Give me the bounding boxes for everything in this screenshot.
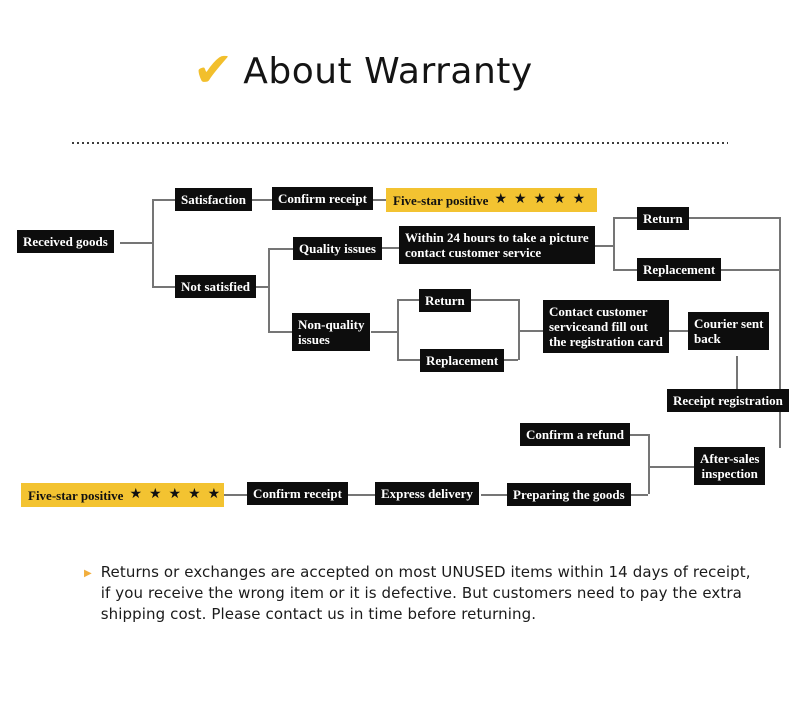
- confirm-a-refund-label: Confirm a refund: [526, 427, 624, 442]
- page-title: ✔ About Warranty: [193, 42, 533, 98]
- five-star-rating-icon: ★★★★★: [129, 485, 228, 502]
- five-star-positive-bottom-node: Five-star positive★★★★★: [21, 483, 224, 507]
- not-satisfied-node: Not satisfied: [175, 275, 256, 298]
- satisfaction-label: Satisfaction: [181, 192, 246, 207]
- connector-line: [248, 199, 272, 201]
- satisfaction-node: Satisfaction: [175, 188, 252, 211]
- quality-issues-label: Quality issues: [299, 241, 376, 256]
- connector-line: [346, 494, 375, 496]
- receipt-registration-node: Receipt registration: [667, 389, 789, 412]
- replacement-non-quality-node: Replacement: [420, 349, 505, 372]
- returns-policy-note: ▶ Returns or exchanges are accepted on m…: [84, 562, 756, 625]
- received-goods-label: Received goods: [23, 234, 108, 249]
- connector-line: [120, 242, 152, 244]
- preparing-the-goods-node: Preparing the goods: [507, 483, 631, 506]
- connector-line: [397, 299, 399, 359]
- receipt-registration-label: Receipt registration: [673, 393, 783, 408]
- connector-line: [613, 217, 637, 219]
- connector-line: [665, 330, 688, 332]
- non-quality-issues-node: Non-quality issues: [292, 313, 371, 351]
- connector-line: [253, 286, 268, 288]
- connector-line: [779, 217, 781, 448]
- returns-policy-text: Returns or exchanges are accepted on mos…: [100, 563, 751, 623]
- dotted-divider: [72, 142, 728, 144]
- connector-line: [397, 359, 420, 361]
- quality-issues-node: Quality issues: [293, 237, 382, 260]
- connector-line: [736, 356, 738, 389]
- connector-line: [268, 248, 293, 250]
- within-24-hours-label: Within 24 hours to take a picture contac…: [405, 230, 589, 260]
- confirm-a-refund-node: Confirm a refund: [520, 423, 630, 446]
- five-star-positive-top-label: Five-star positive: [393, 192, 489, 208]
- confirm-receipt-bottom-label: Confirm receipt: [253, 486, 342, 501]
- confirm-receipt-top-node: Confirm receipt: [272, 187, 373, 210]
- check-mark-icon: ✔: [193, 42, 234, 98]
- after-sales-inspection-label: After-sales inspection: [700, 451, 760, 481]
- connector-line: [627, 434, 648, 436]
- courier-sent-back-node: Courier sent back: [688, 312, 770, 350]
- connector-line: [628, 494, 648, 496]
- connector-line: [713, 269, 780, 271]
- connector-line: [268, 331, 292, 333]
- connector-line: [224, 494, 247, 496]
- connector-line: [613, 217, 615, 270]
- confirm-receipt-bottom-node: Confirm receipt: [247, 482, 348, 505]
- contact-customer-service-label: Contact customer serviceand fill out the…: [549, 304, 663, 349]
- express-delivery-label: Express delivery: [381, 486, 473, 501]
- confirm-receipt-top-label: Confirm receipt: [278, 191, 367, 206]
- preparing-the-goods-label: Preparing the goods: [513, 487, 625, 502]
- connector-line: [268, 248, 270, 332]
- contact-customer-service-node: Contact customer serviceand fill out the…: [543, 300, 669, 353]
- courier-sent-back-label: Courier sent back: [694, 316, 764, 346]
- connector-line: [518, 330, 543, 332]
- connector-line: [613, 269, 637, 271]
- connector-line: [497, 359, 518, 361]
- connector-line: [684, 217, 780, 219]
- connector-line: [648, 466, 694, 468]
- connector-line: [590, 245, 613, 247]
- triangle-bullet-icon: ▶: [84, 568, 92, 579]
- return-quality-label: Return: [643, 211, 683, 226]
- replacement-quality-node: Replacement: [637, 258, 722, 281]
- connector-line: [481, 494, 507, 496]
- five-star-rating-icon: ★★★★★: [494, 190, 593, 207]
- connector-line: [376, 247, 399, 249]
- connector-line: [518, 299, 520, 360]
- within-24-hours-node: Within 24 hours to take a picture contac…: [399, 226, 595, 264]
- connector-line: [363, 199, 386, 201]
- five-star-positive-top-node: Five-star positive ★★★★★: [386, 188, 597, 212]
- connector-line: [648, 434, 650, 494]
- connector-line: [152, 199, 175, 201]
- connector-line: [152, 286, 175, 288]
- not-satisfied-label: Not satisfied: [181, 279, 250, 294]
- connector-line: [397, 299, 419, 301]
- replacement-non-quality-label: Replacement: [426, 353, 499, 368]
- connector-line: [371, 331, 397, 333]
- connector-line: [152, 199, 154, 287]
- return-non-quality-node: Return: [419, 289, 471, 312]
- five-star-positive-bottom-label: Five-star positive: [28, 487, 124, 503]
- replacement-quality-label: Replacement: [643, 262, 716, 277]
- return-quality-node: Return: [637, 207, 689, 230]
- after-sales-inspection-node: After-sales inspection: [694, 447, 766, 485]
- connector-line: [466, 299, 518, 301]
- received-goods-node: Received goods: [17, 230, 114, 253]
- non-quality-issues-label: Non-quality issues: [298, 317, 365, 347]
- page-title-text: About Warranty: [243, 51, 533, 92]
- express-delivery-node: Express delivery: [375, 482, 479, 505]
- return-non-quality-label: Return: [425, 293, 465, 308]
